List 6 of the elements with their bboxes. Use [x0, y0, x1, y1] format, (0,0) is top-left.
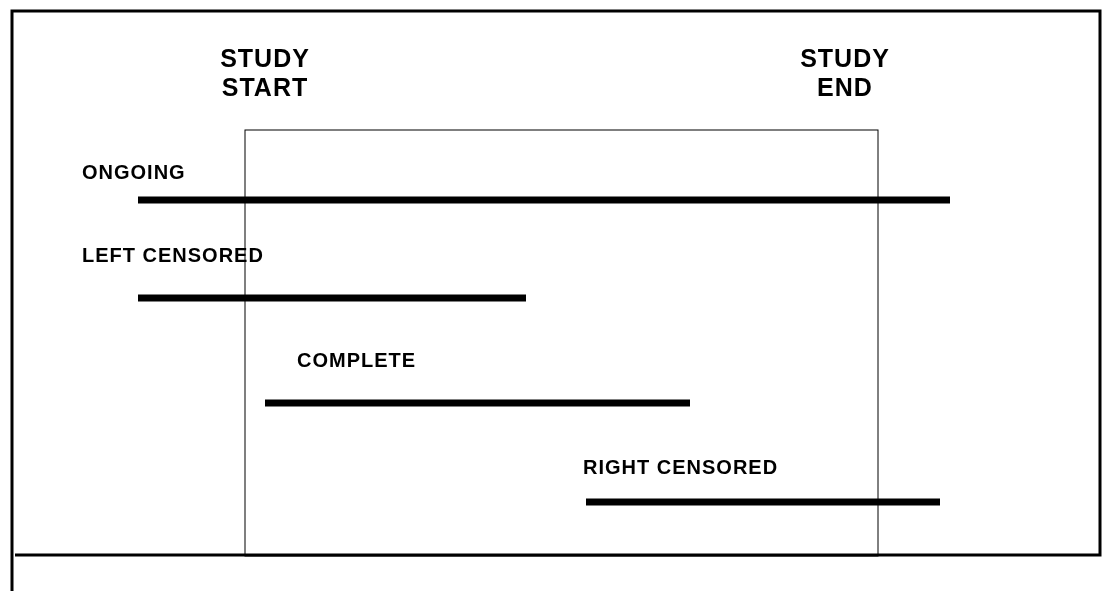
- interval-label: LEFT CENSORED: [82, 243, 264, 267]
- column-heading: STUDY END: [799, 44, 891, 102]
- interval-label: RIGHT CENSORED: [583, 455, 779, 479]
- interval-label: ONGOING: [82, 160, 186, 184]
- column-heading: STUDY START: [219, 44, 311, 102]
- interval-label: COMPLETE: [297, 348, 417, 372]
